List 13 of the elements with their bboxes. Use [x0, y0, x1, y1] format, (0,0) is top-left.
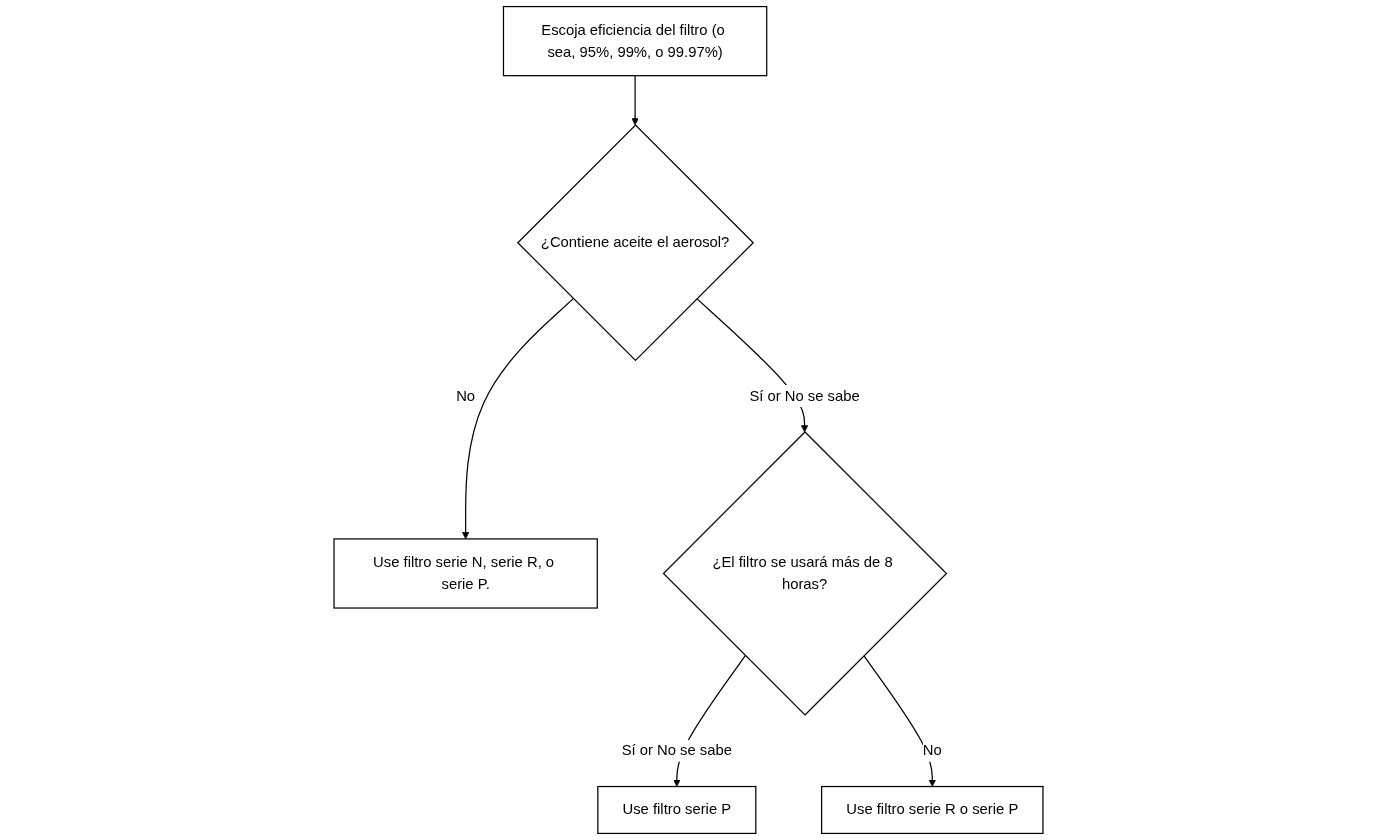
- node-diamond: ¿El filtro se usará más de 8 horas?: [662, 431, 948, 716]
- edge-label: No: [456, 387, 476, 405]
- edge-label: Sí or No se sabe: [621, 742, 732, 759]
- arrow: [863, 655, 936, 787]
- edge-label: Sí or No se sabe: [749, 387, 860, 405]
- arrow: [631, 75, 639, 126]
- node-box: Use filtro serie R o serie P: [821, 785, 1044, 835]
- node-diamond: ¿Contiene aceite el aerosol?: [516, 124, 755, 362]
- arrow: [462, 298, 574, 540]
- node-box: Use filtro serie N, serie R, o serie P.: [333, 538, 598, 609]
- node-box: Use filtro serie P: [597, 785, 757, 835]
- edge-label: No: [922, 742, 942, 759]
- node-box: Escoja eficiencia del filtro (o sea, 95%, 99%, o 99.97%): [502, 5, 768, 77]
